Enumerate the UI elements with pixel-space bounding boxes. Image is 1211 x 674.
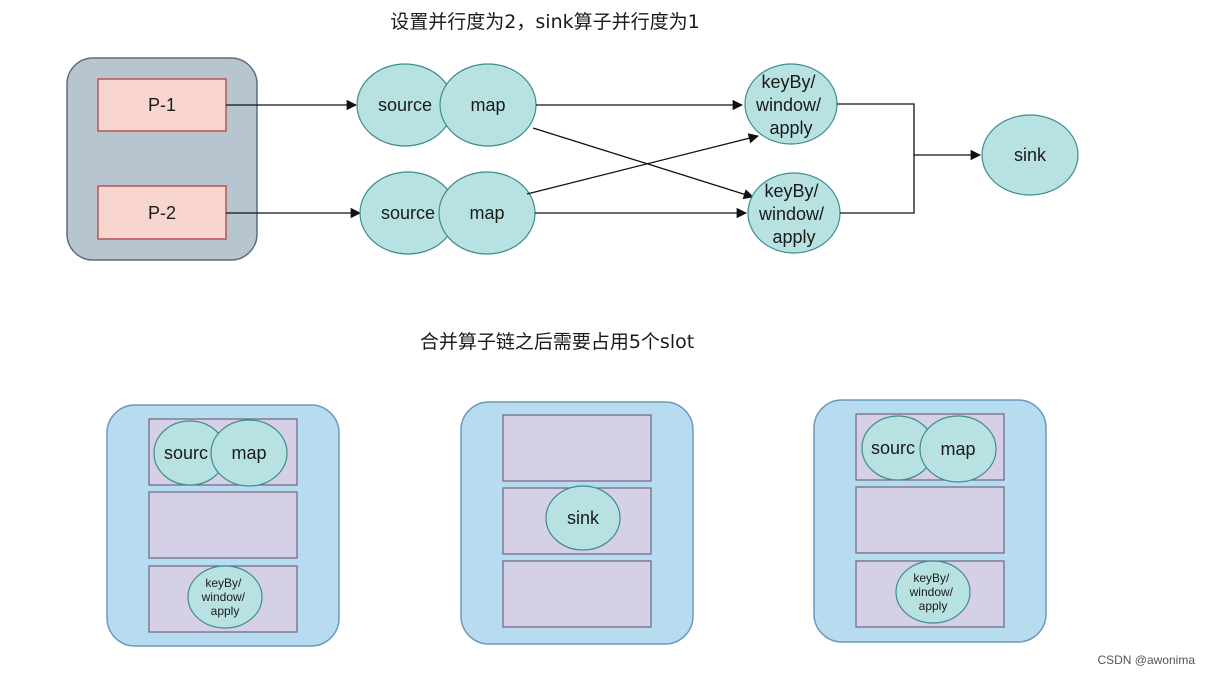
tm1-keyby-node	[187, 565, 263, 629]
tm1-source-label: sourc	[164, 443, 208, 463]
tm3-keyby-label: keyBy/ window/ apply	[909, 571, 957, 613]
top-title: 设置并行度为2，sink算子并行度为1	[390, 11, 699, 33]
source-label-1: source	[378, 95, 432, 115]
partition-p2-box	[97, 185, 227, 240]
tm2-sink-node	[545, 485, 621, 551]
tm3-map-label: map	[940, 439, 975, 459]
tm3-keyby-node	[895, 560, 971, 624]
tm3-map-node	[919, 415, 997, 483]
tm1-map-label: map	[231, 443, 266, 463]
partition-p1-box	[97, 78, 227, 132]
tm3-source-label: sourc	[871, 438, 915, 458]
partition-p2-label: P-2	[148, 203, 176, 223]
tm1-map-node	[210, 419, 288, 487]
sink-label: sink	[1014, 145, 1047, 165]
sink-node	[981, 114, 1079, 196]
source-label-2: source	[381, 203, 435, 223]
bottom-title: 合并算子链之后需要占用5个slot	[420, 331, 694, 353]
edge-keyby1-to-sink	[837, 103, 915, 155]
keyby-label-1: keyBy/ window/ apply	[755, 72, 826, 138]
keyby-label-2: keyBy/ window/ apply	[758, 181, 829, 247]
edge-map1-to-keyby2	[532, 127, 754, 200]
map-label-2: map	[469, 203, 504, 223]
map-label-1: map	[470, 95, 505, 115]
tm3-slot-2	[855, 486, 1005, 554]
edge-map2-to-keyby1	[526, 133, 760, 195]
tm2-sink-label: sink	[567, 508, 600, 528]
tm2-slot-1	[502, 414, 652, 482]
tm1-keyby-label: keyBy/ window/ apply	[201, 576, 249, 618]
csdn-watermark: CSDN @awonima	[1097, 653, 1195, 667]
tm2-slot-3	[502, 560, 652, 628]
edge-keyby2-to-sink	[840, 155, 915, 214]
partition-p1-label: P-1	[148, 95, 176, 115]
tm1-slot-2	[148, 491, 298, 559]
